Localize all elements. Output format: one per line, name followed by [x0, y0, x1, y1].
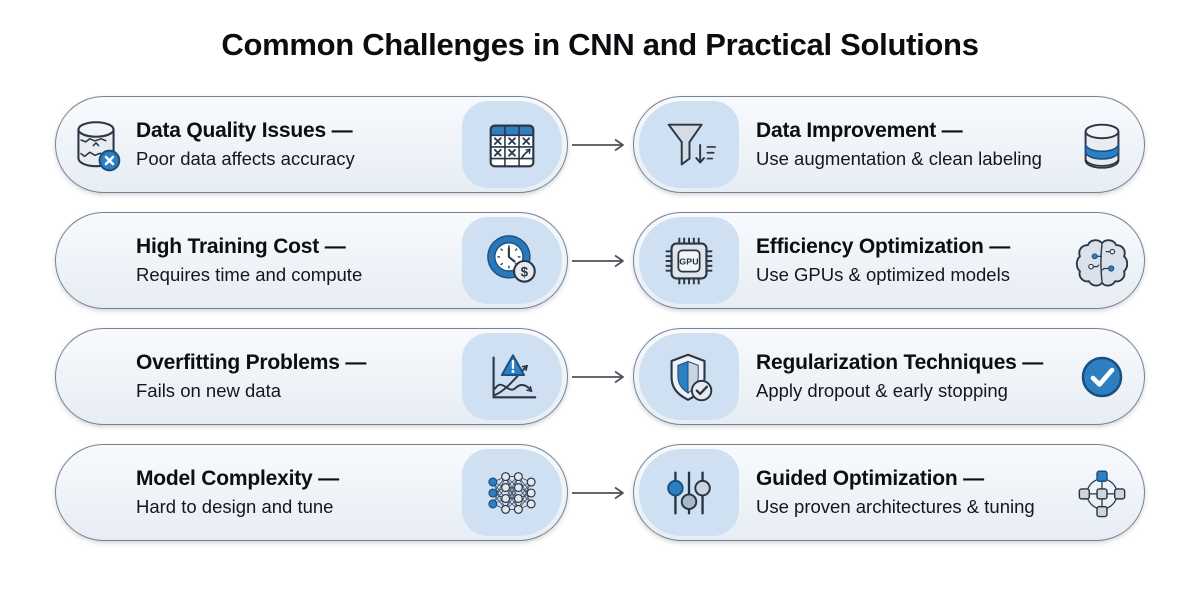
broken-database-icon: [77, 120, 121, 171]
challenge-lead-slot: [56, 114, 136, 176]
flow-arrow-gap: [568, 485, 633, 501]
database-icon: [1084, 123, 1120, 169]
row-model-complexity: Model Complexity — Hard to design and tu…: [55, 444, 1145, 541]
solution-pill-guided-optimization: Guided Optimization — Use proven archite…: [633, 444, 1145, 541]
solution-trail-slot: [1060, 464, 1144, 522]
solution-trail-slot: [1060, 349, 1144, 405]
brain-circuit-icon: [1075, 238, 1129, 286]
challenge-pill-data-quality: Data Quality Issues — Poor data affects …: [55, 96, 568, 193]
solution-title: Data Improvement —: [756, 119, 963, 142]
row-training-cost: High Training Cost — Requires time and c…: [55, 212, 1145, 309]
challenge-pill-training-cost: High Training Cost — Requires time and c…: [55, 212, 568, 309]
solution-title: Efficiency Optimization —: [756, 235, 1011, 258]
gpu-chip-icon: GPU: [665, 237, 713, 284]
right-arrow-icon: [571, 254, 624, 267]
challenge-icon-box: [462, 449, 562, 536]
solution-pill-data-improvement: Data Improvement — Use augmentation & cl…: [633, 96, 1145, 193]
solution-text: Guided Optimization — Use proven archite…: [739, 467, 1060, 518]
challenge-title: High Training Cost —: [136, 235, 346, 258]
solution-pill-regularization: Regularization Techniques — Apply dropou…: [633, 328, 1145, 425]
sliders-icon: [667, 470, 711, 515]
right-arrow-icon: [571, 486, 624, 499]
overfitting-chart-icon: [492, 353, 537, 398]
challenge-pill-overfitting: Overfitting Problems — Fails on new data: [55, 328, 568, 425]
challenge-icon-box: [462, 333, 562, 420]
dollar-label: $: [521, 264, 529, 279]
solution-title: Guided Optimization —: [756, 467, 984, 490]
solution-trail-slot: [1060, 116, 1144, 174]
challenge-title: Overfitting Problems —: [136, 351, 367, 374]
challenge-title: Model Complexity —: [136, 467, 339, 490]
data-table-icon: [489, 124, 535, 167]
solution-pill-efficiency: GPU Efficiency Optimization — Use GPUs &…: [633, 212, 1145, 309]
challenge-text: Data Quality Issues — Poor data affects …: [136, 119, 462, 170]
solution-subtitle: Apply dropout & early stopping: [756, 380, 1008, 401]
shield-check-icon: [670, 353, 713, 401]
challenge-subtitle: Fails on new data: [136, 380, 282, 401]
page-title: Common Challenges in CNN and Practical S…: [221, 27, 979, 62]
gpu-chip-label: GPU: [679, 256, 698, 266]
solution-text: Efficiency Optimization — Use GPUs & opt…: [739, 235, 1060, 286]
challenge-subtitle: Requires time and compute: [136, 264, 363, 285]
challenge-text: High Training Cost — Requires time and c…: [136, 235, 462, 286]
filter-funnel-icon: [667, 123, 717, 165]
rows-container: Data Quality Issues — Poor data affects …: [0, 96, 1200, 541]
challenge-icon-box: [462, 101, 562, 188]
challenge-pill-complexity: Model Complexity — Hard to design and tu…: [55, 444, 568, 541]
check-circle-icon: [1081, 356, 1123, 397]
solution-icon-box: [639, 449, 739, 536]
right-arrow-icon: [571, 370, 624, 383]
flow-arrow-gap: [568, 369, 633, 385]
flow-arrow-gap: [568, 253, 633, 269]
clock-dollar-icon: $: [487, 234, 536, 283]
challenge-text: Model Complexity — Hard to design and tu…: [136, 467, 462, 518]
solution-icon-box: [639, 101, 739, 188]
solution-subtitle: Use proven architectures & tuning: [756, 496, 1035, 517]
row-data-quality: Data Quality Issues — Poor data affects …: [55, 96, 1145, 193]
neural-network-icon: [488, 471, 536, 514]
solution-subtitle: Use GPUs & optimized models: [756, 264, 1010, 285]
challenge-subtitle: Hard to design and tune: [136, 496, 334, 517]
challenge-title: Data Quality Issues —: [136, 119, 353, 142]
challenge-text: Overfitting Problems — Fails on new data: [136, 351, 462, 402]
right-arrow-icon: [571, 138, 624, 151]
row-overfitting: Overfitting Problems — Fails on new data: [55, 328, 1145, 425]
solution-text: Data Improvement — Use augmentation & cl…: [739, 119, 1060, 170]
challenge-icon-box: $: [462, 217, 562, 304]
solution-trail-slot: [1060, 231, 1144, 291]
solution-text: Regularization Techniques — Apply dropou…: [739, 351, 1060, 402]
solution-icon-box: GPU: [639, 217, 739, 304]
architecture-graph-icon: [1078, 470, 1126, 517]
challenge-subtitle: Poor data affects accuracy: [136, 148, 355, 169]
flow-arrow-gap: [568, 137, 633, 153]
solution-subtitle: Use augmentation & clean labeling: [756, 148, 1042, 169]
solution-title: Regularization Techniques —: [756, 351, 1044, 374]
solution-icon-box: [639, 333, 739, 420]
